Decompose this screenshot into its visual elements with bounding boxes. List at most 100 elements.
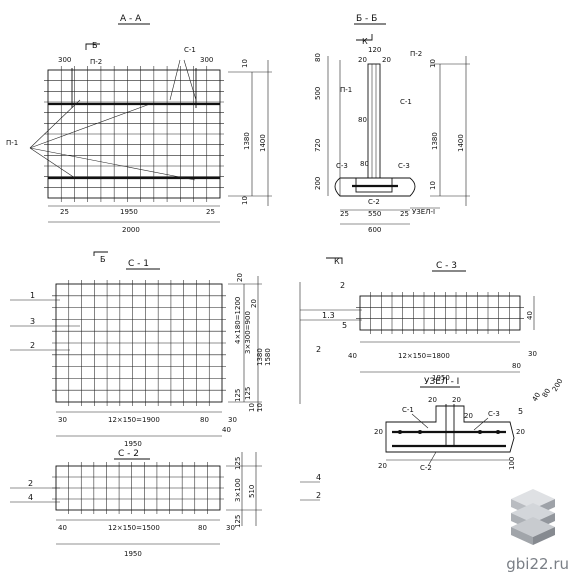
view-c1-section-mark: Б [100, 255, 106, 264]
view-c2-dim-30: 30 [226, 524, 235, 532]
view-c1-title: С - 1 [128, 259, 149, 269]
view-bb-footing [334, 177, 416, 197]
view-c2-dim-125-bottom: 125 [234, 515, 242, 528]
view-bb-label-c3-right: С-3 [398, 162, 410, 170]
view-node-dim-20-d: 20 [374, 428, 383, 436]
view-c1-dim-20-right: 20 [250, 299, 258, 308]
view-aa-dim-25-left: 25 [60, 208, 69, 216]
view-aa-label-p2: П-2 [90, 58, 102, 66]
view-bb-dim-600: 600 [368, 226, 381, 234]
view-c1-dim-10-a: 10 [248, 403, 256, 412]
view-c1-dim-125-a: 125 [234, 389, 242, 402]
view-bb-dim-25-right: 25 [400, 210, 409, 218]
view-node-dim-20-b: 20 [452, 396, 461, 404]
view-bb-dim-left-500: 500 [314, 87, 322, 100]
view-c3: К С - 3 2 1.3 5 2 4 2 40 40 12×150=1800 … [299, 257, 537, 501]
view-bb-dim-80-b: 80 [360, 160, 369, 168]
view-c3-callout-2-top: 2 [340, 281, 345, 290]
view-c1-mesh [52, 280, 226, 406]
view-node-section [385, 405, 515, 453]
view-bb-label-p2: П-2 [410, 50, 422, 58]
view-c3-frame [359, 295, 521, 331]
view-node-dim-20-f: 20 [378, 462, 387, 470]
view-c1-callout-2: 2 [30, 341, 35, 350]
view-node: УЗЕЛ - I С-1 С-3 С-2 5 20 20 20 20 20 20… [374, 377, 564, 472]
view-c1-callout-1: 1 [30, 291, 35, 300]
view-bb-dim-120: 120 [368, 46, 381, 54]
view-c1-callout-3: 3 [30, 317, 35, 326]
view-c3-title: С - 3 [436, 261, 457, 271]
view-c1-dim-1950: 1950 [124, 440, 142, 448]
view-c3-callout-4: 4 [316, 473, 321, 482]
view-bb-dim-25-left: 25 [340, 210, 349, 218]
view-c3-callout-2-mid: 2 [316, 345, 321, 354]
view-c2-dim-40: 40 [58, 524, 67, 532]
view-aa-mesh [44, 66, 224, 202]
view-node-dim-100: 100 [508, 457, 516, 470]
view-c1-dim-1380: 1380 [256, 348, 264, 366]
view-c2-dim-3x100: 3×100 [234, 478, 242, 502]
view-aa-label-p1: П-1 [6, 139, 18, 147]
view-bb-label-c2: С-2 [368, 198, 380, 206]
view-bb-label-c1: С-1 [400, 98, 412, 106]
view-bb-section-mark: К [362, 37, 368, 46]
view-bb-dim-10-top: 10 [429, 59, 437, 68]
view-node-dim-40: 40 [531, 391, 542, 403]
view-c1-dim-40: 40 [222, 426, 231, 434]
view-node-dim-20-a: 20 [428, 396, 437, 404]
view-aa-dim-1950: 1950 [120, 208, 138, 216]
view-node-label-c3: С-3 [488, 410, 500, 418]
watermark-logo-icon [511, 489, 555, 545]
view-node-label-5: 5 [518, 407, 523, 416]
view-c1-dim-30-left: 30 [58, 416, 67, 424]
view-c1-dim-3x300: 3×300=900 [244, 311, 252, 354]
view-c2-title: С - 2 [118, 449, 139, 459]
view-c1-dim-12x150: 12×150=1900 [108, 416, 160, 424]
view-c3-callout-13: 1.3 [322, 311, 335, 320]
view-node-label-c2: С-2 [420, 464, 432, 472]
view-aa-dim-1400: 1400 [259, 134, 267, 152]
view-aa-dim-1380: 1380 [243, 132, 251, 150]
view-c3-dim-1950: 1950 [432, 374, 450, 382]
view-c3-section-mark: К [334, 257, 340, 266]
view-aa-dim-2000: 2000 [122, 226, 140, 234]
view-bb-dim-10-bottom: 10 [429, 181, 437, 190]
view-c1: Б С - 1 1 3 2 20 4×180=1200 3×300=900 20… [10, 251, 272, 448]
view-c2-dim-80: 80 [198, 524, 207, 532]
view-c3-callout-2-bottom: 2 [316, 491, 321, 500]
view-aa-dim-300-right: 300 [200, 56, 213, 64]
view-aa: А - А Б 300 300 П-2 С-1 П-1 25 1950 25 2… [6, 14, 272, 234]
view-c3-dim-40-right: 40 [526, 311, 534, 320]
view-c1-dim-125-b: 125 [244, 387, 252, 400]
view-c1-dim-30-right: 30 [228, 416, 237, 424]
watermark-text: gbi22.ru [506, 555, 569, 573]
view-bb-dim-left-80: 80 [314, 53, 322, 62]
view-bb: Б - Б К 20 120 20 П-2 П-1 С-1 С-3 С-3 С-… [314, 14, 470, 234]
view-bb-dim-1400: 1400 [457, 134, 465, 152]
view-c3-dim-80: 80 [512, 362, 521, 370]
view-c2-dim-125-top: 125 [234, 457, 242, 470]
view-bb-node-label: УЗЕЛ-I [412, 208, 435, 216]
view-node-dim-200: 200 [551, 377, 565, 393]
view-c2-dim-510: 510 [248, 485, 256, 498]
view-c3-dim-40: 40 [348, 352, 357, 360]
view-bb-wall [367, 63, 381, 179]
view-bb-dim-left-720: 720 [314, 139, 322, 152]
view-bb-dim-left-200: 200 [314, 177, 322, 190]
view-bb-dim-550: 550 [368, 210, 381, 218]
view-c1-dim-4x180: 4×180=1200 [234, 297, 242, 344]
view-c2: С - 2 2 4 125 3×100 125 510 40 12×150=15… [10, 449, 262, 558]
view-bb-label-p1: П-1 [340, 86, 352, 94]
view-node-label-c1: С-1 [402, 406, 414, 414]
view-c2-callout-2: 2 [28, 479, 33, 488]
view-c3-mesh [356, 292, 524, 334]
view-c1-dim-1580: 1580 [264, 348, 272, 366]
view-c2-mesh [52, 462, 224, 514]
view-aa-dim-300-left: 300 [58, 56, 71, 64]
view-aa-title: А - А [120, 14, 142, 24]
view-bb-label-c3-left: С-3 [336, 162, 348, 170]
view-c2-dim-1950: 1950 [124, 550, 142, 558]
view-bb-dim-20-right: 20 [382, 56, 391, 64]
view-aa-dim-25-right: 25 [206, 208, 215, 216]
